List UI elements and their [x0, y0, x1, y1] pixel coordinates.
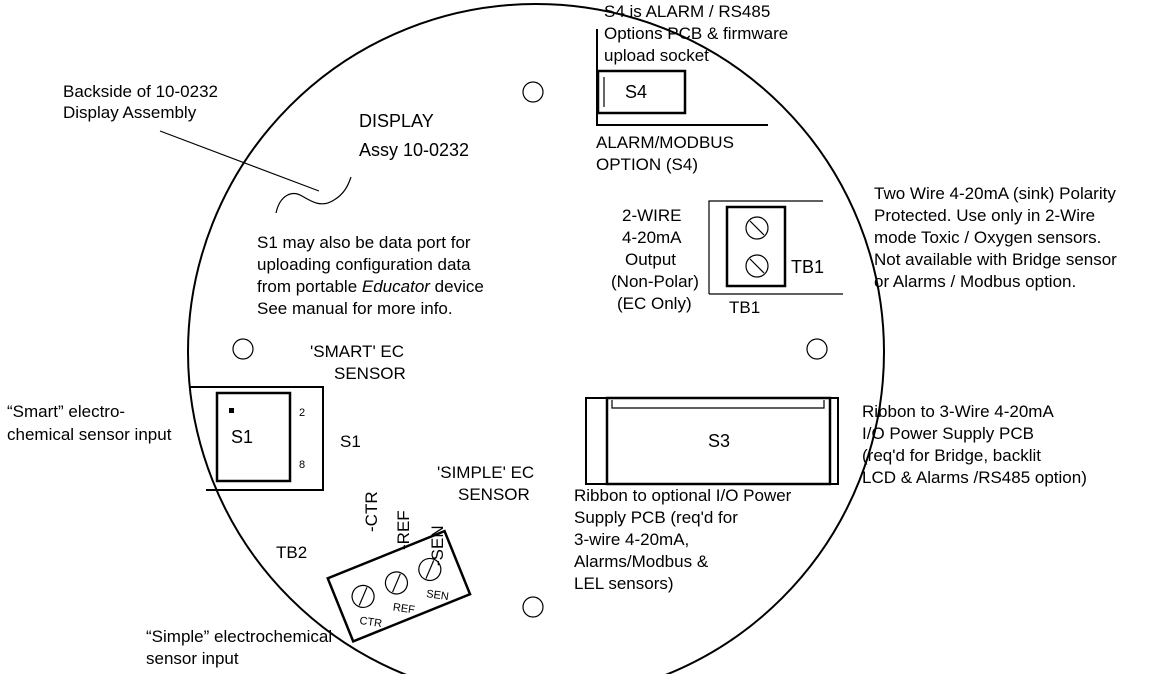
mount-hole-left — [232, 338, 254, 360]
alarm-option-1: ALARM/MODBUS — [596, 133, 734, 152]
s4-label: S4 — [625, 82, 647, 102]
sen-lead-label: -SEN — [428, 525, 447, 566]
s1-pin-8: 8 — [299, 459, 305, 471]
s1-port-1: S1 may also be data port for — [257, 233, 471, 252]
s1-port-4: See manual for more info. — [257, 299, 453, 318]
ribbon-opt-3: 3-wire 4-20mA, — [574, 530, 689, 549]
ribbon3-4: LCD & Alarms /RS485 option) — [862, 468, 1087, 487]
mount-hole-top — [522, 81, 544, 103]
s1-label: S1 — [231, 427, 253, 447]
ribbon3-3: (req'd for Bridge, backlit — [862, 446, 1041, 465]
simple-input-2: sensor input — [146, 649, 239, 668]
tb2-label: TB2 — [276, 543, 307, 562]
s4-desc-3: upload socket — [604, 46, 709, 65]
s1-side-label: S1 — [340, 432, 361, 451]
simple-ec-1: 'SIMPLE' EC — [437, 463, 534, 482]
tw-desc-4: Not available with Bridge sensor — [874, 250, 1117, 269]
s1-port-2: uploading configuration data — [257, 255, 471, 274]
tb2-terminal: CTR REF SEN — [326, 529, 472, 644]
two-wire-4: (Non-Polar) — [611, 272, 699, 291]
s3-key — [611, 400, 825, 409]
squiggle-icon — [275, 176, 352, 214]
display-label-1: DISPLAY — [359, 111, 434, 131]
tb2-ctr-label: CTR — [359, 615, 383, 630]
s4-desc-2: Options PCB & firmware — [604, 24, 788, 43]
tb1-region — [708, 200, 823, 294]
tb1-terminal — [725, 205, 787, 288]
board-outline — [187, 3, 885, 674]
tw-desc-1: Two Wire 4-20mA (sink) Polarity — [874, 184, 1116, 203]
alarm-option-2: OPTION (S4) — [596, 155, 698, 174]
s1-pin-2: 2 — [299, 407, 305, 419]
s4-connector — [596, 69, 687, 115]
simple-ec-2: SENSOR — [458, 485, 530, 504]
s1-connector — [215, 391, 292, 483]
ctr-lead-label: -CTR — [362, 491, 381, 532]
s1-region — [189, 386, 324, 491]
two-wire-5: (EC Only) — [617, 294, 692, 313]
two-wire-3: Output — [625, 250, 676, 269]
tb1-bottom-label: TB1 — [729, 298, 760, 317]
smart-input-2: chemical sensor input — [7, 425, 172, 444]
ribbon3-2: I/O Power Supply PCB — [862, 424, 1034, 443]
tb1-screw-bottom — [745, 254, 769, 278]
ribbon3-1: Ribbon to 3-Wire 4-20mA — [862, 402, 1054, 421]
s4-desc-1: S4 is ALARM / RS485 — [604, 2, 770, 21]
ribbon-opt-2: Supply PCB (req'd for — [574, 508, 738, 527]
mount-hole-bottom — [522, 596, 544, 618]
tb2-sen-label: SEN — [425, 588, 449, 603]
two-wire-2: 4-20mA — [622, 228, 682, 247]
tb1-screw-bottom-slot — [749, 258, 765, 274]
ribbon-opt-1: Ribbon to optional I/O Power — [574, 486, 792, 505]
ribbon-opt-5: LEL sensors) — [574, 574, 674, 593]
simple-input-1: “Simple” electrochemical — [146, 627, 332, 646]
backside-label-2: Display Assembly — [63, 103, 197, 122]
backside-label-1: Backside of 10-0232 — [63, 82, 218, 101]
tw-desc-2: Protected. Use only in 2-Wire — [874, 206, 1095, 225]
display-label-2: Assy 10-0232 — [359, 140, 469, 160]
ribbon-opt-4: Alarms/Modbus & — [574, 552, 709, 571]
smart-ec-1: 'SMART' EC — [310, 342, 404, 361]
tw-desc-5: or Alarms / Modbus option. — [874, 272, 1076, 291]
tb1-screw-top — [745, 216, 769, 240]
ref-lead-label: -REF — [394, 510, 413, 550]
s4-region — [596, 29, 768, 126]
s3-connector — [605, 396, 832, 486]
backside-leader — [159, 130, 320, 192]
s1-pin1-mark — [229, 408, 234, 413]
two-wire-1: 2-WIRE — [622, 206, 682, 225]
tb1-screw-top-slot — [749, 220, 765, 236]
tb1-right-label: TB1 — [791, 257, 824, 277]
tb2-ref-label: REF — [392, 602, 416, 617]
smart-input-1: “Smart” electro- — [7, 402, 125, 421]
s3-label: S3 — [708, 431, 730, 451]
smart-ec-2: SENSOR — [334, 364, 406, 383]
mount-hole-right — [806, 338, 828, 360]
s1-port-3: from portable Educator device — [257, 277, 484, 296]
tw-desc-3: mode Toxic / Oxygen sensors. — [874, 228, 1101, 247]
